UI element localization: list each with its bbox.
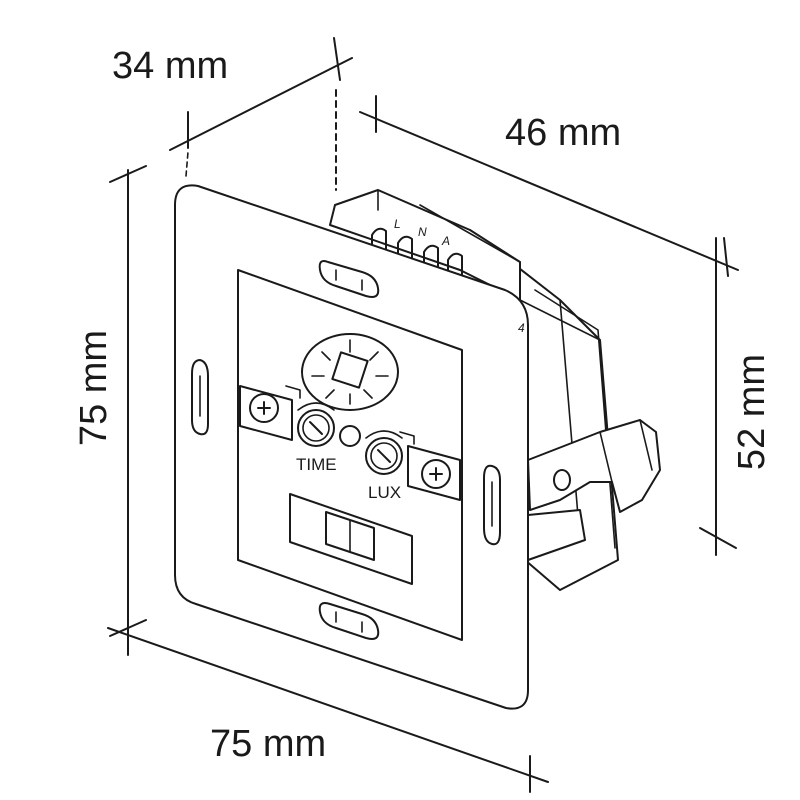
slot-top [318, 260, 380, 298]
front-plate: TIME LUX 4 [174, 184, 529, 710]
lux-knob[interactable] [365, 430, 403, 475]
dimension-lines [107, 37, 739, 793]
plate-width-dim-line [107, 627, 549, 783]
plate-height-label: 75 mm [73, 330, 115, 446]
indicator-led [339, 425, 361, 447]
body-height-label: 52 mm [731, 354, 773, 470]
time-label: TIME [296, 455, 337, 474]
body-width-dim-line [359, 111, 739, 271]
depth-dim-line [169, 57, 353, 151]
terminal-label-l: L [394, 217, 401, 231]
left-screw-strip [239, 385, 301, 441]
body-width-label: 46 mm [505, 112, 621, 154]
right-screw-strip [399, 431, 461, 501]
terminal-label-n: N [418, 225, 427, 239]
lux-label: LUX [368, 483, 401, 502]
depth-label: 34 mm [112, 45, 228, 87]
sensor-lens [301, 333, 399, 411]
housing-top [329, 189, 521, 301]
plate-width-label: 75 mm [210, 723, 326, 765]
slot-bottom [318, 602, 380, 640]
slide-switch[interactable] [289, 493, 413, 585]
slot-right [483, 464, 501, 546]
time-knob[interactable] [297, 402, 335, 447]
terminal-label-a: A [441, 234, 450, 248]
small-mark: 4 [518, 321, 525, 335]
slot-left [191, 359, 209, 436]
